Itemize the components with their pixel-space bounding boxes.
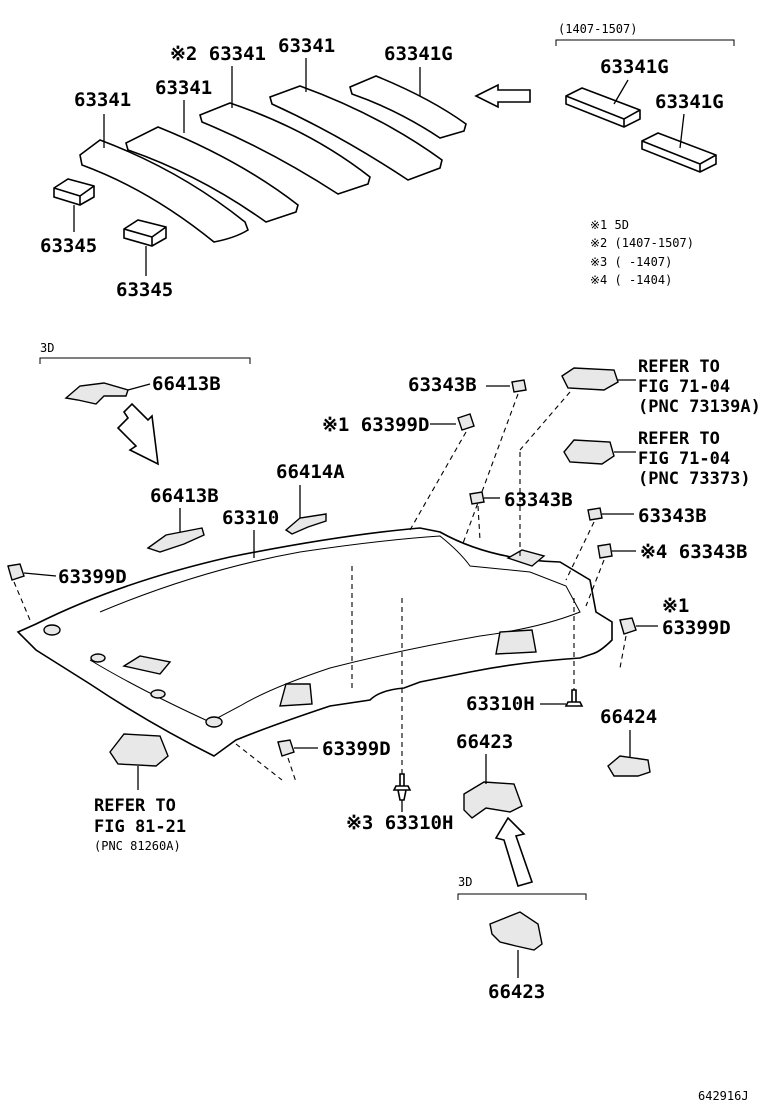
visor-holder-66424 xyxy=(607,755,651,777)
clip-63399d-left xyxy=(7,563,25,581)
notes-block: ※1 5D ※2 (1407-1507) ※3 ( -1407) ※4 ( -1… xyxy=(590,218,694,287)
headliner-cutout-top xyxy=(506,549,546,567)
visor-holder-66423-b xyxy=(489,911,543,951)
arrow-left-icon xyxy=(474,83,531,109)
clip-63343b-mid2 xyxy=(587,507,603,521)
label-63343b-note4: ※4 63343B xyxy=(640,541,747,563)
inset-3d-bottom-label: 3D xyxy=(458,875,472,889)
clip-66413b-lower xyxy=(146,527,205,553)
label-63341-c: 63341 xyxy=(278,35,335,57)
label-63341-b: 63341 xyxy=(155,77,212,99)
label-63345-a: 63345 xyxy=(40,235,97,257)
headliner-group: 3D 66413B 66413B 66414A 63310 63399 xyxy=(7,341,760,887)
insulation-pads-group xyxy=(53,75,531,247)
label-63341g-inset-2: 63341G xyxy=(655,91,724,113)
note-4: ※4 ( -1404) xyxy=(590,273,672,287)
headliner-inner-contour xyxy=(89,535,581,723)
lamp-73139a xyxy=(561,367,619,391)
clip-66414a xyxy=(284,513,327,535)
pad-63341-3 xyxy=(199,102,371,195)
label-63341-note2: ※2 63341 xyxy=(170,43,266,65)
arrow-up-icon xyxy=(494,816,534,887)
headliner-lamp-cutout-right xyxy=(495,629,537,655)
headliner-lamp-cutout-left xyxy=(122,655,172,675)
label-63310: 63310 xyxy=(222,507,279,529)
clip-63399d-right xyxy=(619,617,637,635)
headliner-hole-3 xyxy=(150,689,166,699)
pad-63341-4 xyxy=(269,85,443,181)
ref2-line2: FIG 71-04 xyxy=(638,449,730,469)
headliner-63310 xyxy=(16,527,613,757)
arrow-down-right-icon xyxy=(116,402,159,466)
ref1-line2: FIG 71-04 xyxy=(638,377,730,397)
label-63399d-right: 63399D xyxy=(662,617,731,639)
label-63345-b: 63345 xyxy=(116,279,173,301)
label-63310h-a: 63310H xyxy=(466,693,535,715)
inset-3d-left: 3D xyxy=(40,341,54,355)
pad-63341-2 xyxy=(125,126,299,223)
fastener-63310h-b xyxy=(392,773,412,801)
label-63399d-bottom: 63399D xyxy=(322,738,391,760)
ref2-line3: (PNC 73373) xyxy=(638,469,751,489)
label-63343b-mid2: 63343B xyxy=(638,505,707,527)
pad-63341g xyxy=(349,75,467,139)
clip-63399d-bottom xyxy=(277,739,295,757)
lamp-73373 xyxy=(563,439,615,465)
headliner-lamp-cutout-center xyxy=(279,683,313,707)
label-63310h-b: ※3 63310H xyxy=(346,812,453,834)
label-63343b-mid1: 63343B xyxy=(504,489,573,511)
label-63343b-top: 63343B xyxy=(408,374,477,396)
clip-63399d-top xyxy=(457,413,475,431)
ref2-line1: REFER TO xyxy=(638,429,720,449)
label-66423-b: 66423 xyxy=(488,981,545,1003)
ref1-line1: REFER TO xyxy=(638,357,720,377)
ref1-line3: (PNC 73139A) xyxy=(638,397,760,417)
pad-63341-1 xyxy=(79,139,249,243)
label-66414a: 66414A xyxy=(276,461,345,483)
headliner-hole-2 xyxy=(90,653,106,663)
label-63399d-left: 63399D xyxy=(58,566,127,588)
fastener-63310h-a xyxy=(564,689,584,707)
label-63341g-inset-1: 63341G xyxy=(600,56,669,78)
note-2: ※2 (1407-1507) xyxy=(590,236,694,250)
label-63341-a: 63341 xyxy=(74,89,131,111)
ref3-line3: (PNC 81260A) xyxy=(94,839,181,853)
note-3: ※3 ( -1407) xyxy=(590,255,672,269)
map-lamp-81260a xyxy=(109,733,169,767)
inset-3d-bottom: 3D 66423 xyxy=(457,875,587,1003)
label-66424: 66424 xyxy=(600,706,657,728)
ref3-line2: FIG 81-21 xyxy=(94,817,186,837)
headliner-hole-4 xyxy=(205,716,223,728)
inset-1407-1507: (1407-1507) 63341G 63341G xyxy=(555,22,735,173)
diagram-id: 642916J xyxy=(698,1089,749,1103)
top-labels: 63341 63341 ※2 63341 63341 63341G 63345 … xyxy=(40,35,453,301)
clip-63343b-note4 xyxy=(597,543,613,559)
inset-title: (1407-1507) xyxy=(558,22,637,36)
visor-holder-66423-a xyxy=(463,781,523,819)
label-66423-a: 66423 xyxy=(456,731,513,753)
label-63399d-right-note: ※1 xyxy=(662,595,689,617)
label-66413b-a: 66413B xyxy=(152,373,221,395)
label-63341g: 63341G xyxy=(384,43,453,65)
clip-63343b-top xyxy=(511,379,527,393)
pad-63345-1 xyxy=(53,178,95,206)
clip-66413b-top xyxy=(64,382,129,405)
headliner-hole-1 xyxy=(43,624,61,636)
pad-63345-2 xyxy=(123,219,167,247)
pad-63341g-inset-2 xyxy=(641,132,717,173)
ref3-line1: REFER TO xyxy=(94,796,176,816)
label-66413b-b: 66413B xyxy=(150,485,219,507)
pad-63341g-inset-1 xyxy=(565,87,641,128)
clip-63343b-mid1 xyxy=(469,491,485,505)
note-1: ※1 5D xyxy=(590,218,629,232)
label-63399d-top: ※1 63399D xyxy=(322,414,429,436)
